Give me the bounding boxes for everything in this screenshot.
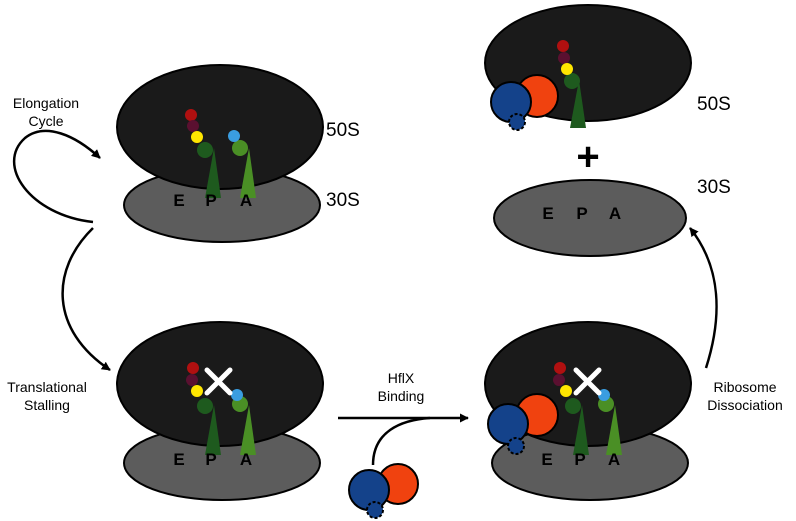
- trna-p-site: [573, 405, 589, 455]
- hflx-binding-label-line1: HflX: [388, 370, 415, 386]
- ribosome-hflx-bound: E P A: [484, 321, 692, 501]
- residue-yellow: [561, 63, 573, 75]
- trna-a-site: [240, 405, 256, 455]
- residue-maroon: [558, 52, 570, 64]
- elongation-cycle-arrow: [12, 129, 101, 224]
- site-p-label: P: [576, 204, 587, 223]
- residue-red: [185, 109, 197, 121]
- hflx-binding-label-line2: Binding: [378, 388, 425, 404]
- stalling-arrow: [61, 227, 111, 372]
- dissociation-arrow: [689, 227, 718, 369]
- site-e-label: E: [173, 191, 184, 210]
- residue-blue: [228, 130, 240, 142]
- dissociated-50s-complex: [484, 4, 692, 131]
- stalling-label-line2: Stalling: [24, 397, 70, 413]
- site-a-label: A: [608, 450, 620, 469]
- hflx-dotted-domain: [508, 113, 526, 131]
- trna-a-site: [606, 405, 622, 455]
- stall-x-icon: [573, 367, 602, 396]
- site-a-label: A: [609, 204, 621, 223]
- site-e-label: E: [173, 450, 184, 469]
- hflx-dotted-domain: [366, 501, 384, 519]
- free-hflx-protein: [348, 463, 419, 519]
- elongation-cycle-label-line1: Elongation: [13, 95, 79, 111]
- small-subunit-30s: [493, 179, 687, 257]
- site-a-label: A: [240, 450, 252, 469]
- dissociation-label-line2: Dissociation: [707, 397, 782, 413]
- trna-p-site: [205, 405, 221, 455]
- residue-blue: [231, 389, 243, 401]
- residue-yellow: [191, 131, 203, 143]
- hflx-protein: [487, 393, 559, 455]
- hflx-dotted-domain: [507, 437, 525, 455]
- stall-x-icon: [204, 367, 233, 396]
- site-p-label: P: [205, 450, 216, 469]
- elongation-cycle-label-line2: Cycle: [28, 113, 63, 129]
- large-subunit-50s: [116, 64, 324, 190]
- residue-yellow: [191, 385, 203, 397]
- stalling-label-line1: Translational: [7, 379, 87, 395]
- ribosome-stalled: E P A: [116, 321, 324, 501]
- trna-p-site: [570, 80, 586, 128]
- ribosome-elongating: E P A: [116, 64, 324, 243]
- trna-a-site: [240, 148, 256, 198]
- label-50s-right: 50S: [697, 94, 731, 115]
- residue-red: [557, 40, 569, 52]
- trna-p-site: [205, 148, 221, 198]
- dissociated-30s-subunit: E P A: [493, 179, 687, 257]
- residue-red: [554, 362, 566, 374]
- trna-p-elbow: [564, 73, 580, 89]
- label-50s-left: 50S: [326, 120, 360, 141]
- site-e-label: E: [541, 450, 552, 469]
- residue-maroon: [186, 374, 198, 386]
- plus-sign: +: [576, 135, 599, 179]
- label-30s-right: 30S: [697, 177, 731, 198]
- trna-a-elbow: [232, 140, 248, 156]
- site-p-label: P: [574, 450, 585, 469]
- residue-yellow: [560, 385, 572, 397]
- trna-p-elbow: [565, 398, 581, 414]
- residue-red: [187, 362, 199, 374]
- dissociation-label-line1: Ribosome: [713, 379, 776, 395]
- hflx-protein: [490, 74, 559, 131]
- trna-p-elbow: [197, 142, 213, 158]
- site-a-label: A: [240, 191, 252, 210]
- site-p-label: P: [205, 191, 216, 210]
- hflx-blue-domain: [487, 403, 529, 445]
- site-e-label: E: [542, 204, 553, 223]
- label-30s-left: 30S: [326, 190, 360, 211]
- residue-maroon: [187, 120, 199, 132]
- hflx-recruitment-curve: [371, 416, 431, 466]
- trna-p-elbow: [197, 398, 213, 414]
- residue-maroon: [553, 374, 565, 386]
